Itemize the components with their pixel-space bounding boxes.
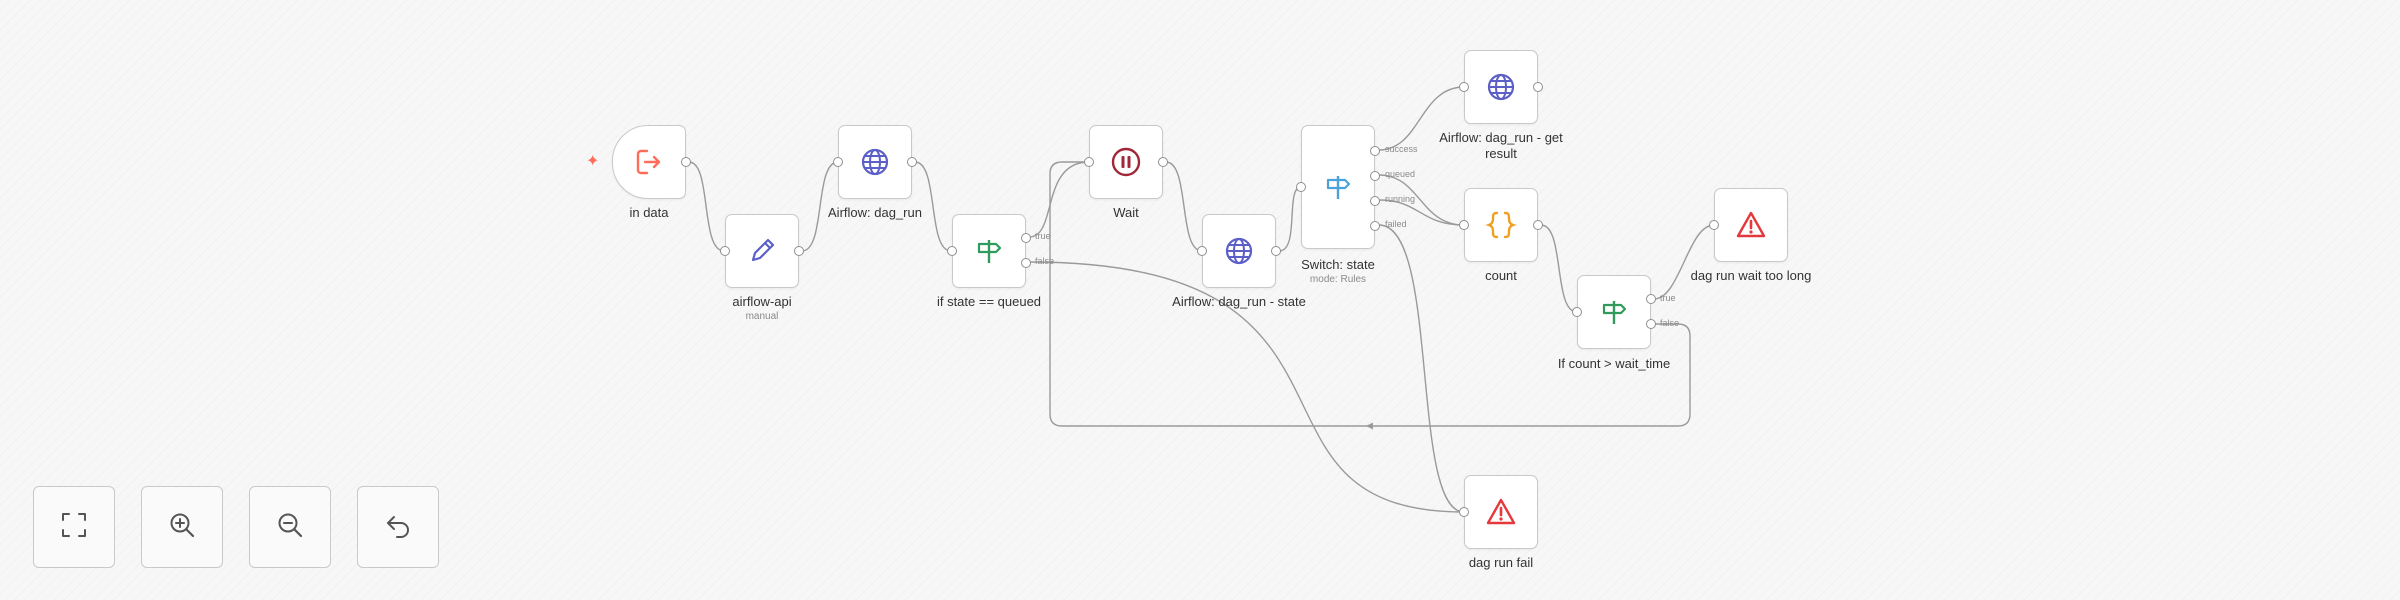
node-airflow-dag-run[interactable]: [833, 125, 917, 199]
node-label: If count > wait_time: [1557, 356, 1671, 371]
node-subtitle: manual: [745, 311, 779, 322]
output-handle-false[interactable]: [1646, 319, 1656, 329]
output-handle-queued[interactable]: [1370, 171, 1380, 181]
output-handle[interactable]: [1271, 246, 1281, 256]
output-handle-running[interactable]: [1370, 196, 1380, 206]
globe-icon: [1222, 234, 1256, 268]
edge-wait-to-dag-run-state: [1165, 161, 1203, 252]
edge-switch-success-to-get-result: [1378, 86, 1465, 151]
output-label-queued: queued: [1385, 169, 1416, 179]
edge-if-count-true-to-wait-too-long: [1653, 224, 1715, 300]
node-switch-state[interactable]: [1296, 125, 1380, 249]
output-handle[interactable]: [907, 157, 917, 167]
zoom-out-button[interactable]: [249, 486, 331, 568]
node-count[interactable]: [1459, 188, 1543, 262]
signpost-icon: [1321, 170, 1355, 204]
output-handle-failed[interactable]: [1370, 221, 1380, 231]
edge-if-state-true-to-wait: [1028, 161, 1090, 238]
braces-icon: [1484, 208, 1518, 242]
fit-view-icon: [59, 510, 89, 545]
edge-switch-failed-to-dag-run-fail: [1378, 224, 1465, 513]
edge-switch-running-to-count: [1378, 199, 1465, 226]
output-handle[interactable]: [794, 246, 804, 256]
node-airflow-dag-run-state[interactable]: [1197, 214, 1281, 288]
globe-icon: [858, 145, 892, 179]
output-label-false: false: [1660, 318, 1680, 328]
sign-in-icon: [632, 145, 666, 179]
edge-switch-queued-to-count: [1378, 174, 1465, 226]
node-wait[interactable]: [1084, 125, 1168, 199]
input-handle[interactable]: [1296, 182, 1306, 192]
output-handle[interactable]: [681, 157, 691, 167]
input-handle[interactable]: [1709, 220, 1719, 230]
node-label: Wait: [1113, 205, 1139, 220]
globe-icon: [1484, 70, 1518, 104]
zoom-in-icon: [167, 510, 197, 545]
node-airflow-api[interactable]: [720, 214, 804, 288]
input-handle[interactable]: [1459, 507, 1469, 517]
output-handle-success[interactable]: [1370, 146, 1380, 156]
node-label: if state == queued: [936, 294, 1042, 309]
output-handle[interactable]: [1533, 220, 1543, 230]
input-handle[interactable]: [833, 157, 843, 167]
edge-if-state-false-to-dag-run-fail: [1028, 261, 1465, 513]
input-handle[interactable]: [1572, 307, 1582, 317]
output-handle[interactable]: [1533, 82, 1543, 92]
output-handle-false[interactable]: [1021, 258, 1031, 268]
node-dag-run-fail[interactable]: [1459, 475, 1538, 549]
output-handle-true[interactable]: [1646, 294, 1656, 304]
node-label: in data: [629, 205, 669, 220]
warning-icon: [1734, 208, 1768, 242]
node-label: dag run wait too long: [1690, 268, 1812, 283]
undo-icon: [383, 510, 413, 545]
node-airflow-dag-run-get-result[interactable]: [1459, 50, 1543, 124]
node-in-data[interactable]: [612, 125, 691, 199]
node-label: Airflow: dag_run: [828, 205, 922, 220]
edge-airflow-api-to-dag-run: [801, 161, 839, 252]
output-label-false: false: [1035, 256, 1055, 266]
node-dag-run-wait-too-long[interactable]: [1709, 188, 1788, 262]
output-label-failed: failed: [1385, 219, 1407, 229]
input-handle[interactable]: [947, 246, 957, 256]
signpost-icon: [972, 234, 1006, 268]
output-label-true: true: [1660, 293, 1676, 303]
signpost-icon: [1597, 295, 1631, 329]
pause-icon: [1109, 145, 1143, 179]
output-handle-true[interactable]: [1021, 233, 1031, 243]
input-handle[interactable]: [1084, 157, 1094, 167]
edge-dag-run-state-to-switch: [1278, 186, 1302, 252]
input-handle[interactable]: [1459, 82, 1469, 92]
node-label: dag run fail: [1468, 555, 1534, 570]
output-label-running: running: [1385, 194, 1416, 204]
node-subtitle: mode: Rules: [1309, 274, 1367, 285]
node-label: Switch: state: [1301, 257, 1375, 272]
zoom-in-button[interactable]: [141, 486, 223, 568]
input-handle[interactable]: [1459, 220, 1469, 230]
reset-zoom-button[interactable]: [357, 486, 439, 568]
loop-arrow: [1366, 422, 1373, 430]
input-handle[interactable]: [720, 246, 730, 256]
node-label-line-1: Airflow: dag_run - get: [1439, 130, 1563, 145]
node-label: count: [1485, 268, 1517, 283]
output-label-true: true: [1035, 231, 1051, 241]
edge-dag-run-to-if-state: [914, 161, 952, 252]
node-if-count-wait-time[interactable]: [1572, 275, 1656, 349]
node-label: airflow-api: [732, 294, 792, 309]
input-handle[interactable]: [1197, 246, 1207, 256]
edge-in-data-to-airflow-api: [688, 161, 725, 252]
trigger-bolt-icon: ✦: [586, 153, 600, 170]
warning-icon: [1484, 495, 1518, 529]
node-if-state-queued[interactable]: [947, 214, 1031, 288]
edge-count-to-if-count: [1540, 224, 1578, 313]
fit-view-button[interactable]: [33, 486, 115, 568]
output-label-success: success: [1385, 144, 1418, 154]
pencil-icon: [745, 234, 779, 268]
node-label-line-2: result: [1485, 146, 1517, 161]
zoom-out-icon: [275, 510, 305, 545]
output-handle[interactable]: [1158, 157, 1168, 167]
node-label: Airflow: dag_run - state: [1172, 294, 1306, 309]
